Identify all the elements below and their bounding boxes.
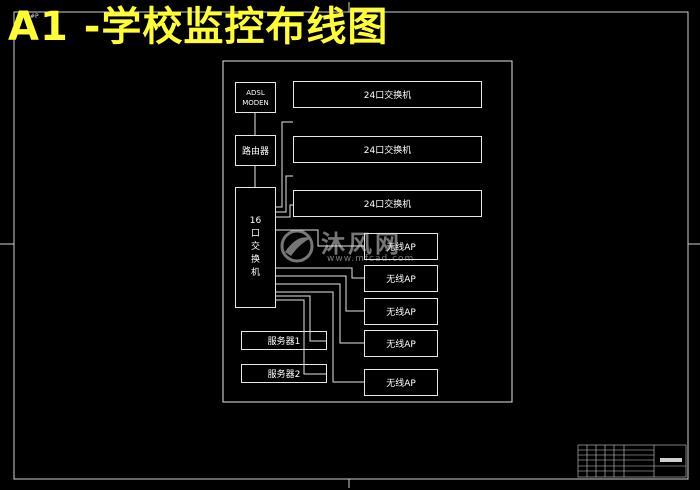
watermark-url: www.mfcad.com	[327, 254, 415, 264]
ap-label: 无线AP	[386, 379, 416, 389]
switch24-box-2: 24口交换机	[293, 136, 482, 163]
title-block-frame	[577, 444, 687, 478]
ap-label: 无线AP	[386, 275, 416, 285]
switch24-label: 24口交换机	[363, 146, 412, 156]
switch24-label: 24口交换机	[363, 200, 412, 210]
modem-label: MODEN	[242, 98, 269, 107]
server2-link	[276, 299, 327, 375]
diagram-frame	[222, 60, 513, 403]
switch16-char: 16	[249, 216, 262, 226]
switch24-box-1: 24口交换机	[293, 81, 482, 108]
switch16-box: 16 口 交 换 机	[235, 187, 276, 308]
switch16-char: 机	[250, 268, 260, 278]
router-box: 路由器	[235, 135, 276, 166]
ap3-link	[276, 275, 364, 312]
switch16-char: 换	[250, 255, 260, 265]
ap-label: 无线AP	[386, 243, 416, 253]
ap5-link	[276, 291, 364, 383]
wireless-ap-box-4: 无线AP	[364, 330, 438, 357]
switch-24a-link	[276, 121, 293, 208]
wiring	[254, 113, 364, 383]
adsl-modem-box: ADSL MODEN	[235, 82, 276, 113]
switch24-label: 24口交换机	[363, 91, 412, 101]
server2-label: 服务器2	[267, 370, 301, 380]
ap-label: 无线AP	[386, 340, 416, 350]
wireless-ap-box-2: 无线AP	[364, 265, 438, 292]
switch-24b-link	[276, 175, 293, 213]
switch24-box-3: 24口交换机	[293, 190, 482, 217]
watermark: 沐风网 www.mfcad.com	[277, 224, 437, 268]
drawing-title: A1 -学校监控布线图	[8, 4, 389, 50]
sheet-border	[13, 11, 689, 480]
title-block	[577, 444, 687, 478]
wireless-ap-box-3: 无线AP	[364, 298, 438, 325]
ap4-link	[276, 283, 364, 344]
server1-label: 服务器1	[267, 337, 301, 347]
ap2-link	[276, 267, 364, 279]
switch16-char: 交	[250, 242, 260, 252]
corner-mark: #P	[30, 13, 39, 20]
adsl-label: ADSL	[246, 88, 265, 97]
switch16-char: 口	[250, 229, 260, 239]
switch-24c-link	[276, 204, 293, 218]
server1-link	[276, 295, 327, 342]
server2-box: 服务器2	[241, 364, 327, 383]
ap-label: 无线AP	[386, 308, 416, 318]
watermark-text: 沐风网	[321, 230, 402, 258]
watermark-logo-icon	[280, 229, 314, 263]
wireless-ap-box-1: 无线AP	[364, 233, 438, 260]
router-label: 路由器	[241, 147, 269, 157]
wireless-ap-box-5: 无线AP	[364, 369, 438, 396]
server1-box: 服务器1	[241, 331, 327, 350]
